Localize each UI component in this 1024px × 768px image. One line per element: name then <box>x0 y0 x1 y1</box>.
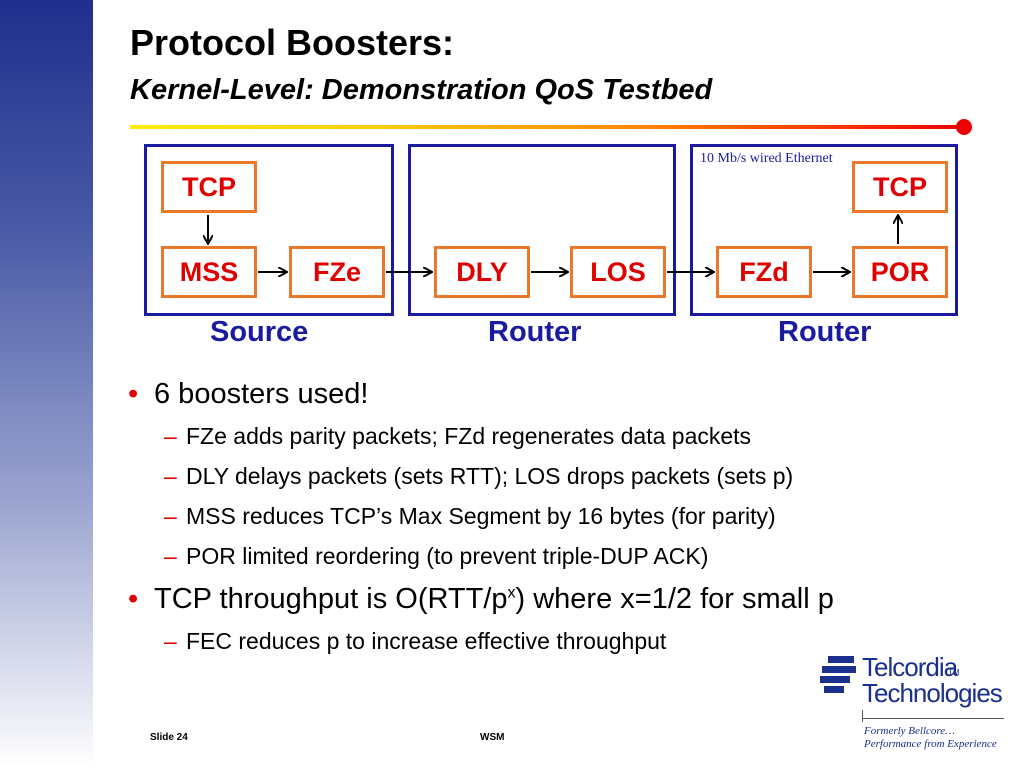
logo-name-line1: Telcordia <box>862 652 958 682</box>
node-por: POR <box>852 246 948 298</box>
label-source: Source <box>210 316 309 348</box>
sub-bullet-text: FEC reduces p to increase effective thro… <box>186 628 667 654</box>
bullet-2-text-start: TCP throughput is O(RTT/p <box>154 583 508 615</box>
logo-divider <box>862 718 1004 719</box>
title-rule-dot <box>956 119 972 135</box>
bullet-2-text: TCP throughput is O(RTT/px) where x=1/2 … <box>154 583 834 616</box>
slide-subtitle: Kernel-Level: Demonstration QoS Testbed <box>130 74 713 106</box>
logo-divider-tick <box>862 710 863 722</box>
node-mss: MSS <box>161 246 257 298</box>
bullet-1-text: 6 boosters used! <box>154 378 369 410</box>
label-router-1: Router <box>488 316 582 348</box>
sub-bullet: – MSS reduces TCP’s Max Segment by 16 by… <box>164 503 988 530</box>
node-fze: FZe <box>289 246 385 298</box>
logo-tagline-2: Performance from Experience <box>864 738 997 750</box>
bullet-2-text-end: ) where x=1/2 for small p <box>515 583 834 615</box>
sub-bullet-text: MSS reduces TCP’s Max Segment by 16 byte… <box>186 503 776 529</box>
network-label: 10 Mb/s wired Ethernet <box>700 151 833 166</box>
bullet-2: • TCP throughput is O(RTT/px) where x=1/… <box>128 583 988 616</box>
node-tcp-dest: TCP <box>852 161 948 213</box>
sidebar-gradient <box>0 0 93 768</box>
sub-mark: – <box>164 543 177 569</box>
router1-box <box>408 144 676 316</box>
sub-bullet: – POR limited reordering (to prevent tri… <box>164 543 988 570</box>
title-rule <box>130 125 962 129</box>
bullet-mark: • <box>128 378 139 410</box>
footer-slide-number: Slide 24 <box>150 732 188 743</box>
node-fzd: FZd <box>716 246 812 298</box>
sub-bullet-text: DLY delays packets (sets RTT); LOS drops… <box>186 463 794 489</box>
logo-tm: TM <box>948 668 960 677</box>
sub-mark: – <box>164 423 177 449</box>
logo-name-line2: Technologies <box>862 678 1003 708</box>
sub-mark: – <box>164 628 177 654</box>
node-tcp-source: TCP <box>161 161 257 213</box>
bullet-list: • 6 boosters used! – FZe adds parity pac… <box>128 378 988 668</box>
footer-center: WSM <box>480 732 505 743</box>
label-router-2: Router <box>778 316 872 348</box>
bullet-1: • 6 boosters used! <box>128 378 988 411</box>
sub-bullet: – DLY delays packets (sets RTT); LOS dro… <box>164 463 988 490</box>
telcordia-logo-icon <box>820 656 856 693</box>
sub-bullet: – FZe adds parity packets; FZd regenerat… <box>164 423 988 450</box>
node-los: LOS <box>570 246 666 298</box>
sub-mark: – <box>164 463 177 489</box>
slide-title: Protocol Boosters: <box>130 22 455 63</box>
logo-tagline-1: Formerly Bellcore… <box>864 725 955 737</box>
sub-mark: – <box>164 503 177 529</box>
source-box <box>144 144 394 316</box>
bullet-mark: • <box>128 583 139 615</box>
sub-bullet: – FEC reduces p to increase effective th… <box>164 628 988 655</box>
sub-bullet-text: FZe adds parity packets; FZd regenerates… <box>186 423 752 449</box>
sub-bullet-text: POR limited reordering (to prevent tripl… <box>186 543 709 569</box>
node-dly: DLY <box>434 246 530 298</box>
superscript-x: x <box>507 584 516 602</box>
telcordia-logo: Telcordia TM Technologies Formerly Bellc… <box>820 650 1010 755</box>
router2-box <box>690 144 958 316</box>
